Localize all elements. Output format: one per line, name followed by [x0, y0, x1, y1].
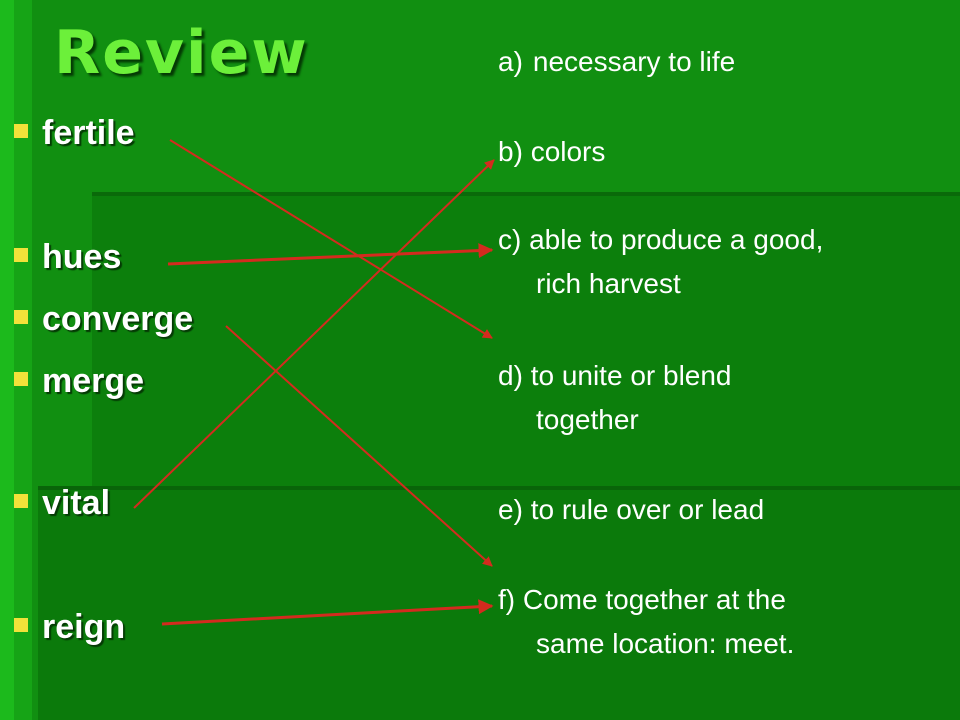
term-hues: hues [14, 238, 121, 277]
definition-letter: d) [498, 360, 523, 391]
square-bullet-icon [14, 618, 28, 633]
square-bullet-icon [14, 124, 28, 139]
definition-c: c) able to produce a good, rich harvest [498, 218, 823, 306]
term-label: merge [42, 362, 145, 400]
definition-letter: b) [498, 136, 523, 167]
definition-e: e) to rule over or lead [498, 488, 764, 532]
match-arrow-fertile-c [169, 139, 493, 339]
term-converge: converge [14, 300, 193, 339]
definition-text: to rule over or lead [530, 494, 765, 525]
match-arrow-converge-f [225, 325, 493, 567]
definition-continuation: same location: meet. [536, 628, 795, 659]
square-bullet-icon [14, 494, 28, 509]
square-bullet-icon [14, 372, 28, 387]
definition-text: necessary to life [532, 46, 736, 77]
term-label: converge [42, 300, 194, 338]
definition-text: to unite or blend [530, 360, 732, 391]
match-arrow-reign-e [161, 599, 494, 626]
definition-d: d) to unite or blend together [498, 354, 732, 442]
definition-a: a) necessary to life [498, 40, 735, 84]
term-label: vital [42, 484, 111, 522]
definition-text: Come together at the [522, 584, 786, 615]
match-arrow-hues-b [167, 243, 494, 266]
term-label: hues [42, 238, 122, 276]
term-fertile: fertile [14, 114, 135, 153]
match-arrow-vital-a [133, 159, 495, 509]
term-vital: vital [14, 484, 110, 523]
definition-letter: e) [498, 494, 523, 525]
term-merge: merge [14, 362, 144, 401]
definition-continuation: together [536, 404, 639, 435]
definition-f: f) Come together at the same location: m… [498, 578, 794, 666]
slide-title: Review [54, 18, 309, 88]
square-bullet-icon [14, 248, 28, 263]
term-label: fertile [42, 114, 135, 152]
definition-letter: a) [498, 46, 523, 77]
background-stripe [14, 0, 32, 720]
background-stripe-light [0, 0, 14, 720]
background-panel-lower [38, 486, 960, 720]
definition-letter: f) [498, 584, 516, 615]
definition-letter: c) [498, 224, 522, 255]
term-label: reign [42, 608, 126, 646]
definition-continuation: rich harvest [536, 268, 681, 299]
definition-text: able to produce a good, [529, 224, 824, 255]
definition-text: colors [530, 136, 606, 167]
term-reign: reign [14, 608, 125, 647]
square-bullet-icon [14, 310, 28, 325]
definition-b: b) colors [498, 130, 605, 174]
